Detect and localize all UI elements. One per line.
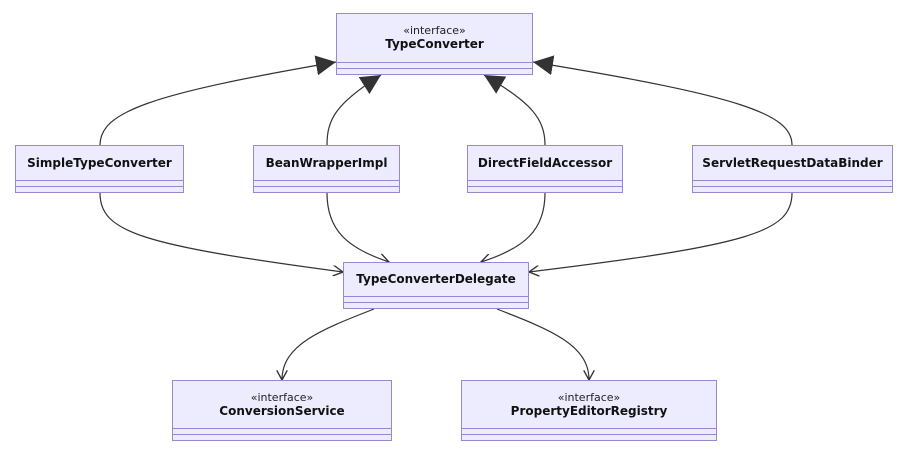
edge-servletrequestdatabinder-to-typeconverterdelegate	[529, 192, 793, 272]
class-name: ConversionService	[219, 403, 345, 418]
methods-compartment	[462, 434, 716, 440]
class-box-typeconverterdelegate: TypeConverterDelegate	[343, 262, 529, 309]
methods-compartment	[173, 434, 391, 440]
edge-typeconverterdelegate-to-conversionservice	[282, 308, 375, 380]
edge-beanwrapperimpl-to-typeconverterdelegate	[326, 192, 389, 262]
edge-directfieldaccessor-to-typeconverterdelegate	[481, 192, 546, 262]
class-name: PropertyEditorRegistry	[510, 403, 668, 418]
methods-compartment	[344, 302, 528, 308]
attributes-compartment	[16, 180, 183, 186]
attributes-compartment	[462, 428, 716, 434]
class-name: TypeConverterDelegate	[356, 272, 516, 286]
edge-beanwrapperimpl-to-typeconverter	[326, 74, 382, 146]
class-box-directfieldaccessor: DirectFieldAccessor	[467, 145, 623, 193]
attributes-compartment	[693, 180, 892, 186]
class-name: ServletRequestDataBinder	[702, 155, 883, 170]
edge-simpletypeconverter-to-typeconverter	[99, 55, 337, 146]
edge-simpletypeconverter-to-typeconverterdelegate	[99, 192, 343, 272]
methods-compartment	[254, 186, 399, 192]
stereotype-label: «interface»	[557, 390, 621, 404]
edge-directfieldaccessor-to-typeconverter	[483, 74, 546, 146]
attributes-compartment	[173, 428, 391, 434]
methods-compartment	[468, 186, 622, 192]
methods-compartment	[693, 186, 892, 192]
attributes-compartment	[468, 180, 622, 186]
attributes-compartment	[337, 62, 532, 68]
class-box-simpletypeconverter: SimpleTypeConverter	[15, 145, 184, 193]
class-name: TypeConverter	[385, 37, 484, 51]
class-name: SimpleTypeConverter	[27, 155, 172, 170]
methods-compartment	[16, 186, 183, 192]
class-name: BeanWrapperImpl	[265, 155, 388, 170]
attributes-compartment	[254, 180, 399, 186]
class-box-beanwrapperimpl: BeanWrapperImpl	[253, 145, 400, 193]
edge-servletrequestdatabinder-to-typeconverter	[532, 55, 793, 146]
class-box-typeconverter: «interface» TypeConverter	[336, 13, 533, 75]
class-name: DirectFieldAccessor	[477, 155, 613, 170]
class-box-conversionservice: «interface» ConversionService	[172, 380, 392, 441]
class-box-propertyeditorregistry: «interface» PropertyEditorRegistry	[461, 380, 717, 441]
edge-typeconverterdelegate-to-propertyeditorregistry	[496, 308, 589, 380]
stereotype-label: «interface»	[403, 24, 466, 37]
stereotype-label: «interface»	[250, 390, 314, 404]
class-box-servletrequestdatabinder: ServletRequestDataBinder	[692, 145, 893, 193]
methods-compartment	[337, 68, 532, 74]
attributes-compartment	[344, 296, 528, 302]
